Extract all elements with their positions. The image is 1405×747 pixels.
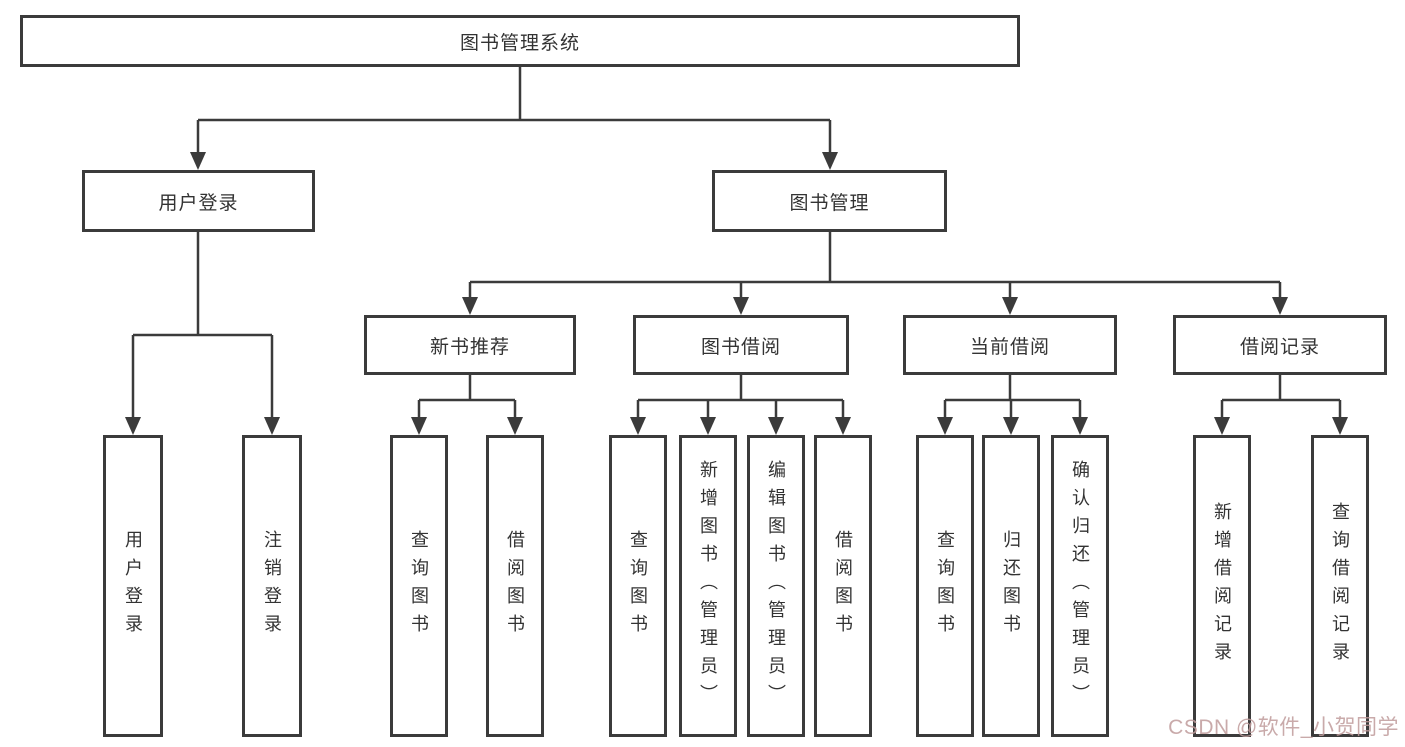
node-current-borrow: 当前借阅 — [903, 315, 1117, 375]
leaf-label: 归还图书 — [1001, 530, 1021, 642]
csdn-watermark: CSDN @软件_小贺同学 — [1168, 716, 1399, 739]
node-borrow-records: 借阅记录 — [1173, 315, 1387, 375]
node-book-management: 图书管理 — [712, 170, 947, 232]
leaf-query-books-current: 查询图书 — [916, 435, 974, 737]
node-user-login: 用户登录 — [82, 170, 315, 232]
leaf-label: 查询图书 — [628, 530, 648, 642]
leaf-user-login: 用户登录 — [103, 435, 163, 737]
node-label: 图书管理系统 — [459, 32, 580, 54]
leaf-label: 确认归还（管理员） — [1070, 460, 1090, 712]
leaf-borrow-books-recommend: 借阅图书 — [486, 435, 544, 737]
leaf-return-book: 归还图书 — [982, 435, 1040, 737]
leaf-edit-book-admin: 编辑图书（管理员） — [747, 435, 805, 737]
node-label: 图书借阅 — [700, 336, 781, 358]
node-new-book-recommend: 新书推荐 — [364, 315, 576, 375]
node-label: 新书推荐 — [429, 336, 510, 358]
node-label: 图书管理 — [789, 192, 870, 214]
leaf-label: 查询图书 — [935, 530, 955, 642]
node-library-management-system: 图书管理系统 — [20, 15, 1020, 67]
node-label: 借阅记录 — [1239, 336, 1320, 358]
leaf-label: 编辑图书（管理员） — [766, 460, 786, 712]
leaf-label: 查询图书 — [409, 530, 429, 642]
leaf-label: 用户登录 — [123, 530, 143, 642]
node-book-borrow: 图书借阅 — [633, 315, 849, 375]
leaf-borrow-books: 借阅图书 — [814, 435, 872, 737]
leaf-add-book-admin: 新增图书（管理员） — [679, 435, 737, 737]
leaf-query-borrow-record: 查询借阅记录 — [1311, 435, 1369, 737]
leaf-query-books-borrow: 查询图书 — [609, 435, 667, 737]
node-label: 当前借阅 — [969, 336, 1050, 358]
leaf-label: 注销登录 — [262, 530, 282, 642]
leaf-label: 新增借阅记录 — [1212, 502, 1232, 670]
leaf-label: 新增图书（管理员） — [698, 460, 718, 712]
leaf-label: 借阅图书 — [505, 530, 525, 642]
leaf-confirm-return-admin: 确认归还（管理员） — [1051, 435, 1109, 737]
node-label: 用户登录 — [158, 192, 239, 214]
leaf-query-books-recommend: 查询图书 — [390, 435, 448, 737]
leaf-add-borrow-record: 新增借阅记录 — [1193, 435, 1251, 737]
leaf-label: 借阅图书 — [833, 530, 853, 642]
leaf-label: 查询借阅记录 — [1330, 502, 1350, 670]
leaf-logout: 注销登录 — [242, 435, 302, 737]
